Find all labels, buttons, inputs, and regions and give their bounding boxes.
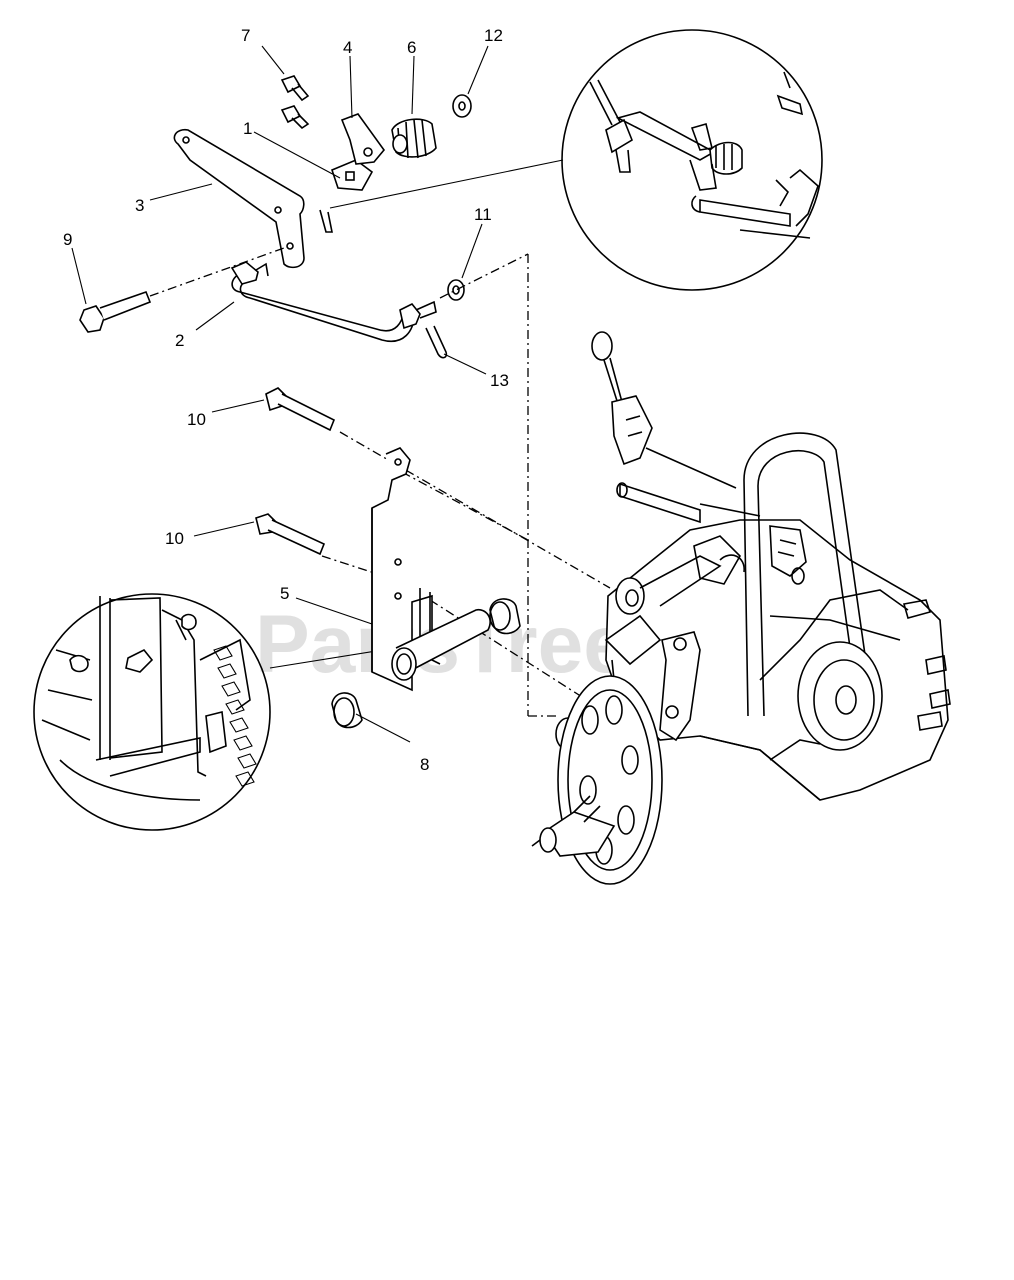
callout-2: 2 xyxy=(175,331,184,350)
callout-5: 5 xyxy=(280,584,289,603)
part-10-bolt-lower xyxy=(255,513,326,556)
callout-10-lower: 10 xyxy=(165,529,184,548)
part-2-rod xyxy=(230,261,437,343)
callout-13: 13 xyxy=(490,371,509,390)
part-7-screws xyxy=(280,75,310,130)
part-8-bushing xyxy=(331,692,363,729)
part-4-bracket xyxy=(340,113,386,165)
transaxle-assembly xyxy=(531,331,951,885)
part-12-washer xyxy=(452,94,472,118)
callout-10-upper: 10 xyxy=(187,410,206,429)
detail-inset-linkage xyxy=(561,29,823,291)
part-3-lever-arm xyxy=(173,128,305,269)
part-10-bolt-upper xyxy=(265,387,336,432)
part-6-spring xyxy=(391,118,437,159)
inset-leader-top xyxy=(329,159,564,209)
leader-lines xyxy=(71,45,489,743)
callout-9: 9 xyxy=(63,230,72,249)
part-1-plate xyxy=(331,159,374,191)
callout-8: 8 xyxy=(420,755,429,774)
callout-11: 11 xyxy=(474,205,492,224)
callout-7: 7 xyxy=(241,26,250,45)
part-9-bolt xyxy=(79,290,152,333)
callout-1: 1 xyxy=(243,119,252,138)
callout-12: 12 xyxy=(484,26,503,45)
part-5-bracket xyxy=(371,447,491,692)
callout-3: 3 xyxy=(135,196,144,215)
detail-inset-mount xyxy=(33,593,271,831)
part-11-washer xyxy=(447,279,465,301)
callout-6: 6 xyxy=(407,38,416,57)
part-13-cotter-pin xyxy=(425,325,448,359)
bushing-upper xyxy=(489,598,521,635)
callout-4: 4 xyxy=(343,38,352,57)
